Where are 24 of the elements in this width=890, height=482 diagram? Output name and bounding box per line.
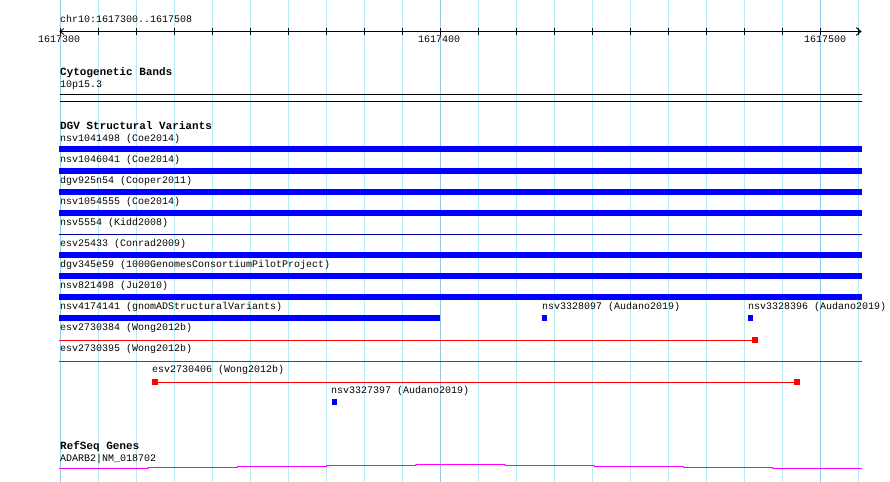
- feature-label: esv2730395 (Wong2012b): [60, 344, 192, 356]
- feature-label: dgv345e59 (1000GenomesConsortiumPilotProject): [60, 260, 330, 272]
- feature-label: esv25433 (Conrad2009): [60, 239, 186, 251]
- feature-label: nsv1054555 (Coe2014): [60, 197, 180, 209]
- feature-label: ADARB2|NM_018702: [60, 454, 156, 466]
- feature-label: nsv821498 (Ju2010): [60, 281, 168, 293]
- track-title: DGV Structural Variants: [60, 121, 212, 133]
- ruler-label: 1617300: [38, 35, 80, 47]
- feature-label: 10p15.3: [60, 80, 102, 92]
- ruler-label: 1617400: [418, 35, 460, 47]
- ruler-label: 1617500: [804, 35, 846, 47]
- track-title: Cytogenetic Bands: [60, 67, 172, 79]
- feature-label: nsv1041498 (Coe2014): [60, 134, 180, 146]
- feature-label: nsv3328097 (Audano2019): [542, 302, 680, 314]
- region-title: chr10:1617300..1617508: [60, 15, 192, 27]
- feature-label: nsv1046041 (Coe2014): [60, 155, 180, 167]
- feature-label: esv2730406 (Wong2012b): [152, 365, 284, 377]
- feature-label: dgv925n54 (Cooper2011): [60, 176, 192, 188]
- track-title: RefSeq Genes: [60, 441, 140, 453]
- feature-label: nsv5554 (Kidd2008): [60, 218, 168, 230]
- feature-label: nsv3327397 (Audano2019): [331, 386, 470, 398]
- feature-label: esv2730384 (Wong2012b): [60, 323, 192, 335]
- feature-label: nsv3328396 (Audano2019): [748, 302, 886, 314]
- feature-label: nsv4174141 (gnomADStructuralVariants): [60, 302, 282, 314]
